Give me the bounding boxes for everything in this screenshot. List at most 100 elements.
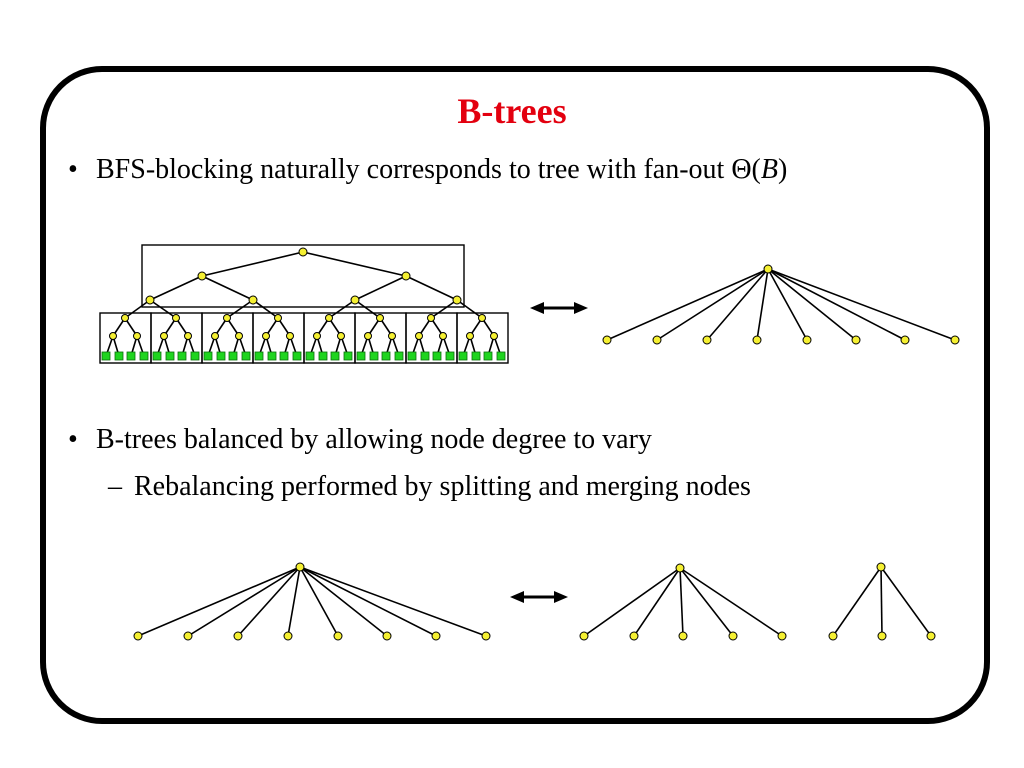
tree-node — [652, 335, 662, 345]
leaf-block — [241, 351, 251, 361]
theta-b-formula: Θ(B) — [731, 154, 787, 185]
tree-node — [950, 335, 960, 345]
fanout-b-tree — [602, 264, 960, 345]
tree-node — [295, 562, 305, 572]
tree-edge — [328, 299, 356, 319]
tree-node — [415, 332, 423, 340]
tree-node — [678, 631, 688, 641]
tree-node — [184, 332, 192, 340]
tree-node — [298, 247, 308, 257]
tree-node — [478, 314, 486, 322]
leaf-block — [445, 351, 455, 361]
tree-edge — [226, 299, 254, 319]
formula-variable-b: B — [760, 154, 778, 185]
slide-title: B-trees — [457, 91, 567, 131]
tree-node — [802, 335, 812, 345]
tree-edge — [633, 567, 681, 637]
tree-node — [763, 264, 773, 274]
tree-edge — [201, 251, 304, 277]
tree-node — [183, 631, 193, 641]
tree-edge — [679, 567, 783, 637]
leaf-block — [369, 351, 379, 361]
tree-edge — [767, 268, 956, 341]
tree-node — [926, 631, 936, 641]
leaf-block — [496, 351, 506, 361]
tree-node — [439, 332, 447, 340]
tree-edge — [656, 268, 769, 341]
bullet-balanced: •B-trees balanced by allowing node degre… — [68, 424, 652, 456]
leaf-block — [216, 351, 226, 361]
tree-edge — [405, 275, 458, 301]
bullet-marker: • — [68, 154, 78, 185]
leaf-block — [152, 351, 162, 361]
tree-edge — [149, 299, 177, 319]
tree-node — [579, 631, 589, 641]
tree-node — [337, 332, 345, 340]
tree-edge — [456, 299, 483, 319]
tree-node — [752, 335, 762, 345]
tree-edge — [767, 268, 808, 341]
leaf-block — [318, 351, 328, 361]
tree-node — [223, 314, 231, 322]
tree-node — [197, 271, 207, 281]
arrow-head-right — [554, 591, 568, 603]
tree-node — [248, 295, 258, 305]
tree-edge — [124, 299, 151, 319]
tree-node — [828, 631, 838, 641]
tree-node — [431, 631, 441, 641]
bfs-blocked-binary-tree — [99, 244, 509, 364]
split-node-tree-small — [828, 562, 936, 641]
tree-node — [133, 332, 141, 340]
leaf-block — [420, 351, 430, 361]
tree-node — [274, 314, 282, 322]
tree-edge — [354, 275, 407, 301]
leaf-block — [394, 351, 404, 361]
tree-edge — [679, 567, 684, 637]
tree-edge — [767, 268, 906, 341]
tree-edge — [299, 566, 487, 637]
tree-edge — [354, 299, 381, 319]
tree-edge — [237, 566, 301, 637]
tree-edge — [706, 268, 769, 341]
tree-node — [133, 631, 143, 641]
tree-node — [877, 631, 887, 641]
tree-node — [172, 314, 180, 322]
sub-bullet-rebalancing: –Rebalancing performed by splitting and … — [108, 471, 751, 503]
double-headed-arrow-icon — [510, 591, 568, 603]
tree-node — [876, 562, 886, 572]
leaf-block — [254, 351, 264, 361]
leaf-block — [126, 351, 136, 361]
tree-node — [481, 631, 491, 641]
tree-edge — [606, 268, 769, 341]
tree-node — [350, 295, 360, 305]
leaf-block — [381, 351, 391, 361]
tree-node — [235, 332, 243, 340]
tree-node — [401, 271, 411, 281]
leaf-block — [330, 351, 340, 361]
tree-edge — [583, 567, 681, 637]
tree-node — [602, 335, 612, 345]
tree-edge — [137, 566, 301, 637]
tree-edge — [756, 268, 769, 341]
tree-node — [466, 332, 474, 340]
double-headed-arrow-icon — [530, 302, 588, 314]
leaf-block — [356, 351, 366, 361]
tree-node — [900, 335, 910, 345]
tree-edge — [832, 566, 882, 637]
tree-node — [160, 332, 168, 340]
leaf-block — [279, 351, 289, 361]
tree-node — [364, 332, 372, 340]
leaf-block — [471, 351, 481, 361]
arrow-head-right — [574, 302, 588, 314]
tree-edge — [287, 566, 301, 637]
tree-node — [388, 332, 396, 340]
tree-node — [728, 631, 738, 641]
tree-edge — [187, 566, 301, 637]
tree-node — [427, 314, 435, 322]
tree-node — [382, 631, 392, 641]
tree-node — [376, 314, 384, 322]
leaf-block — [114, 351, 124, 361]
tree-node — [777, 631, 787, 641]
tree-node — [325, 314, 333, 322]
